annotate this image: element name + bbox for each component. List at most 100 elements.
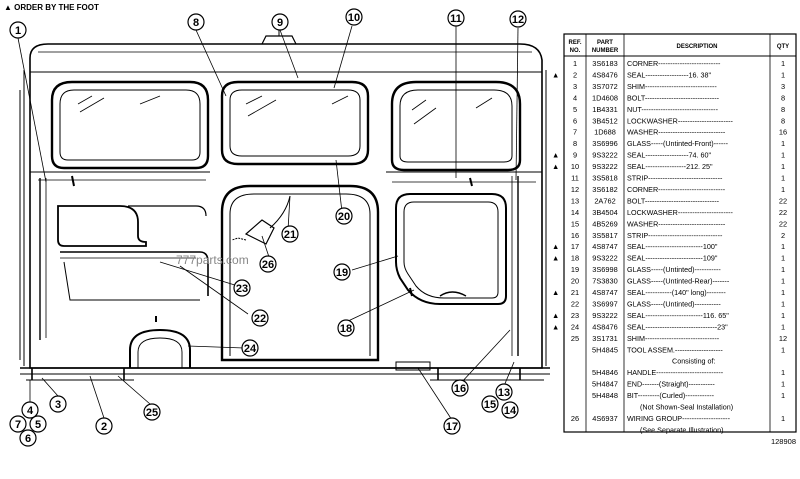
part-number: 9S3222 [592,162,617,171]
quantity: 1 [781,151,785,160]
callout-1: 1 [9,21,27,39]
description: BIT---------(Curled)------------ [627,391,715,400]
callout-label: 8 [193,17,199,29]
description: WIRING GROUP-------------------- [627,414,731,423]
quantity: 1 [781,242,785,251]
callout-label: 16 [454,383,466,395]
table-row: 5H4846 HANDLE----------------------------… [592,368,785,377]
ref-number: 18 [571,254,579,263]
quantity: 1 [781,162,785,171]
callout-label: 5 [35,419,41,431]
callout-6: 6 [19,429,37,447]
ref-number: 16 [571,231,579,240]
callout-22: 22 [251,309,269,327]
ref-number: 26 [571,414,579,423]
description: LOCKWASHER----------------------- [627,208,734,217]
ref-number: 17 [571,242,579,251]
callout-leaders [17,25,519,421]
callout-12: 12 [509,10,527,28]
ref-number: 1 [573,59,577,68]
order-by-foot-mark: ▲ [552,288,559,297]
part-number: 3B4512 [592,116,617,125]
callout-9: 9 [271,13,289,31]
order-by-foot-mark: ▲ [552,242,559,251]
quantity: 1 [781,391,785,400]
part-number: 3S7072 [592,82,617,91]
description: END-------(Straight)----------- [627,380,715,389]
part-number: 3S5817 [592,231,617,240]
part-number: 5H4845 [592,345,618,354]
callout-16: 16 [451,379,469,397]
part-number: 5H4846 [592,368,618,377]
callout-3: 3 [49,395,67,413]
part-number: 3S6996 [592,139,617,148]
order-by-foot-mark: ▲ [552,322,559,331]
ref-number: 19 [571,265,579,274]
description: WASHER---------------------------- [627,219,726,228]
description: STRIP------------------------------- [627,174,723,183]
quantity: 1 [781,174,785,183]
ref-number: 12 [571,185,579,194]
callout-2: 2 [95,417,113,435]
part-number: 4S8476 [592,322,617,331]
table-row: 15 4B5269 WASHER--------------------------… [571,219,787,228]
quantity: 22 [779,208,787,217]
description: HANDLE---------------------------- [627,368,724,377]
callout-26: 26 [259,255,277,273]
part-number: 4B5269 [592,219,617,228]
description: GLASS-----(Untinted-Rear)------- [627,277,730,286]
part-number: 1B4331 [592,105,617,114]
description: CORNER---------------------------- [627,185,726,194]
ref-number: 14 [571,208,579,217]
table-row: (Not Shown-Seal Installation) [640,403,733,412]
table-row: Consisting of: [672,357,716,366]
ref-number: 7 [573,128,577,137]
callout-label: 6 [25,433,31,445]
quantity: 1 [781,139,785,148]
callout-label: 14 [504,405,517,417]
callout-label: 9 [277,17,283,29]
ref-number: 15 [571,219,579,228]
quantity: 1 [781,368,785,377]
col-description: DESCRIPTION [676,44,717,50]
part-number: 3S1731 [592,334,617,343]
col-qty: QTY [777,44,789,50]
order-by-foot-mark: ▲ [552,151,559,160]
callout-10: 10 [345,8,363,26]
ref-number: 8 [573,139,577,148]
callout-label: 2 [101,421,107,433]
description: SEAL------------------------109" [627,254,718,263]
part-number: 3S6997 [592,299,617,308]
description: SEAL------------------------------23" [627,322,728,331]
description: SHIM------------------------------ [627,82,717,91]
ref-number: 25 [571,334,579,343]
callout-label: 24 [244,343,257,355]
callout-label: 18 [340,323,352,335]
description: SEAL-----------------212. 25" [627,162,713,171]
quantity: 1 [781,299,785,308]
watermark-text: 777parts.com [176,253,249,267]
part-number: 3S6998 [592,265,617,274]
quantity: 1 [781,254,785,263]
quantity: 1 [781,414,785,423]
callout-17: 17 [443,417,461,435]
part-number: 1D4608 [592,93,618,102]
col-ref-line2: NO. [570,48,581,54]
part-number: 9S3222 [592,311,617,320]
col-ref-line1: REF. [568,40,581,46]
ref-number: 2 [573,70,577,79]
callout-label: 22 [254,313,266,325]
